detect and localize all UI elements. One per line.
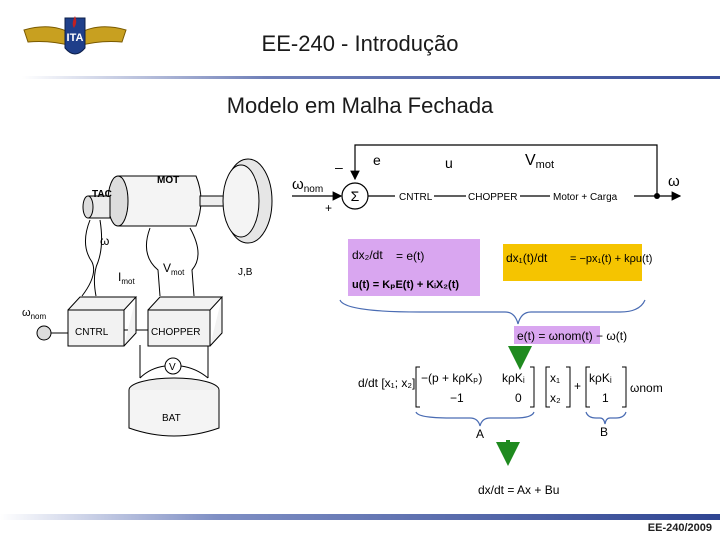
ss-A-11: −(p + kρKₚ): [421, 371, 482, 385]
voltmeter-label: V: [169, 362, 176, 373]
ss-A-21: −1: [450, 391, 464, 405]
tach-body: [88, 195, 111, 219]
hardware-labels: TAC MOT ω Imot Vmot J,B ωnom CNTRL CHOPP…: [22, 175, 253, 424]
error-equation: e(t) = ωnom(t) − ω(t): [517, 329, 627, 343]
minus-sign: –: [335, 159, 343, 175]
ss-B-1: kρKᵢ: [589, 371, 612, 385]
ss-input: ωnom: [630, 381, 663, 395]
error-signal-label: e: [373, 152, 381, 168]
ss-A-12: kρKᵢ: [502, 371, 525, 385]
wire-tach-to-cntrl: [81, 219, 95, 297]
jb-label: J,B: [238, 267, 253, 278]
slide-subtitle: Modelo em Malha Fechada: [226, 93, 494, 118]
ita-logo: ITA: [23, 16, 127, 55]
ss-B-2: 1: [602, 391, 609, 405]
reference-knob[interactable]: [36, 325, 52, 341]
sum-symbol: Σ: [351, 188, 360, 204]
tach-face: [82, 195, 94, 219]
motor-eq-highlight: [503, 244, 642, 281]
vmot-signal-label: Vmot: [525, 152, 554, 171]
wire-tach-to-cntrl-2: [93, 219, 103, 297]
omega-nom-input-label: ωnom: [292, 176, 323, 195]
header-rule: [22, 76, 720, 79]
voltmeter-wires: [139, 365, 209, 379]
wire-motor-to-chopper: [145, 227, 161, 297]
hw-cntrl-label: CNTRL: [75, 327, 109, 338]
ctrl-eq-line2: u(t) = KₚE(t) + KᵢX₂(t): [352, 279, 459, 291]
ss-plus: +: [574, 379, 581, 393]
upper-brace: [339, 299, 646, 325]
ctrl-eq-line1-rhs: = e(t): [396, 249, 424, 263]
header: ITA EE-240 - Introdução: [0, 0, 720, 80]
feedback-path: [350, 144, 658, 196]
hw-vmot-label: Vmot: [163, 261, 185, 277]
hardware-sketch: [36, 158, 273, 437]
ss-matrix-A-bracket: [415, 366, 535, 408]
ss-matrix-B-bracket: [585, 366, 627, 408]
controller-equations: dx₂/dt = e(t) u(t) = KₚE(t) + KᵢX₂(t): [352, 248, 459, 291]
plus-sign: +: [325, 201, 332, 215]
motor-eq-rhs: = −px₁(t) + kρu(t): [570, 253, 652, 265]
tac-label: TAC: [92, 189, 112, 200]
hw-omega-label: ω: [100, 234, 109, 248]
brace-A: [415, 411, 535, 427]
error-eq-highlight: [514, 326, 600, 344]
output-omega-label: ω: [668, 173, 680, 190]
battery-body: [128, 390, 220, 437]
block-diagram: ωnom Σ – + e u Vmot CNTRL CHOPPER Motor …: [292, 144, 682, 215]
footer-course-code: EE-240/2009: [647, 522, 712, 534]
wire-motor-to-chopper-2: [189, 227, 199, 297]
ctrl-eq-line1-lhs: dx₂/dt: [352, 248, 383, 262]
motor-equation: dx₁(t)/dt = −px₁(t) + kρu(t): [506, 251, 652, 265]
imot-label: Imot: [118, 270, 135, 286]
ss-state-bracket: [545, 366, 571, 408]
ss-A-22: 0: [515, 391, 522, 405]
chopper-box: [147, 296, 224, 347]
block-motor-carga: Motor + Carga: [553, 192, 618, 203]
logo-flame: [72, 16, 77, 28]
controller-eq-highlight: [348, 239, 480, 296]
logo-center-shield: [64, 17, 86, 55]
block-chopper: CHOPPER: [468, 192, 517, 203]
control-signal-label: u: [445, 155, 453, 171]
cntrl-box: [67, 296, 138, 347]
motor-front-face: [107, 175, 129, 227]
mot-label: MOT: [157, 175, 179, 186]
label-A: A: [476, 427, 484, 441]
final-state-equation: dx/dt = Ax + Bu: [478, 483, 559, 497]
state-space-equation: d/dt [x₁; x₂] −(p + kρKₚ) kρKᵢ −1 0 x₁ x…: [358, 366, 663, 408]
motor-eq-lhs: dx₁(t)/dt: [506, 251, 548, 265]
brace-B: [585, 411, 627, 425]
block-cntrl: CNTRL: [399, 192, 433, 203]
flywheel-rim: [222, 164, 260, 238]
logo-lettering: ITA: [67, 32, 84, 44]
bat-label: BAT: [162, 413, 181, 424]
ss-lhs: d/dt [x₁; x₂]: [358, 376, 415, 390]
label-B: B: [600, 425, 608, 439]
ss-state-x2: x₂: [550, 391, 561, 405]
hw-chopper-label: CHOPPER: [151, 327, 200, 338]
hw-omega-nom-label: ωnom: [22, 307, 46, 321]
slide-title: EE-240 - Introdução: [261, 31, 459, 56]
footer-bar: [0, 514, 720, 520]
ss-state-x1: x₁: [550, 371, 560, 385]
